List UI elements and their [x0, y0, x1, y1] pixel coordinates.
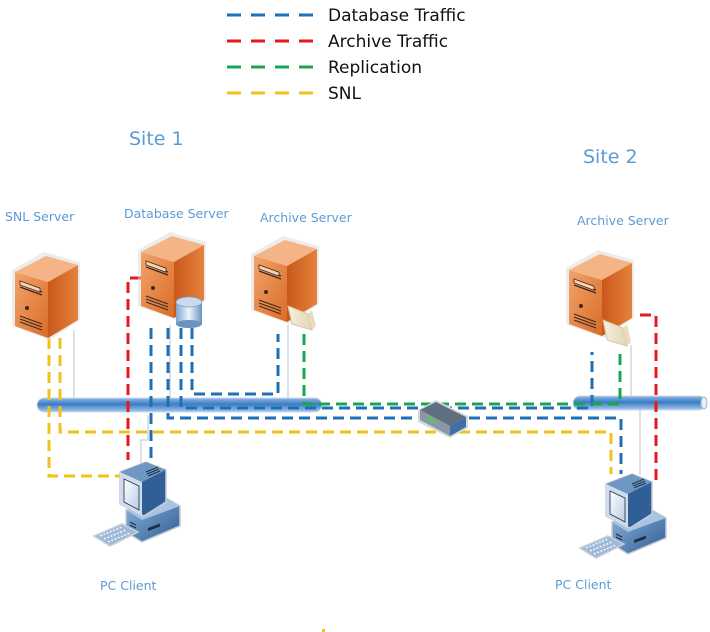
legend-label-snl: SNL: [328, 84, 362, 104]
pc-client-1-cable: [140, 415, 149, 470]
snl-route-snl-to-pc1: [47, 338, 120, 478]
pc-client-2-label: PC Client: [555, 577, 612, 592]
server-icon: [11, 251, 81, 341]
stray-dot: [322, 629, 325, 632]
router-icon: [418, 400, 468, 438]
legend-item-snl: SNL: [227, 84, 362, 104]
legend-item-archive-traffic: Archive Traffic: [227, 32, 448, 52]
legend-label-replication: Replication: [328, 58, 422, 78]
database-traffic-routes: [149, 328, 623, 474]
database-server-label: Database Server: [124, 206, 229, 221]
legend-item-database-traffic: Database Traffic: [227, 6, 466, 26]
database-server[interactable]: [137, 231, 207, 328]
db-route-db-to-archive2: [179, 328, 594, 410]
archive-server-site-1[interactable]: [250, 235, 320, 331]
replication-routes: [302, 334, 622, 406]
pc-client-icon: [579, 473, 667, 559]
archive-route-archive2-to-pc2: [640, 313, 658, 480]
archive-traffic-routes: [126, 276, 658, 480]
legend-label-archive: Archive Traffic: [328, 32, 448, 52]
archive-server-site-2[interactable]: [565, 249, 635, 347]
archive-route-db-to-pc1: [126, 276, 141, 460]
router[interactable]: [418, 400, 468, 438]
network-bus-end-cap: [700, 396, 708, 410]
database-cylinder-icon: [175, 296, 203, 328]
replication-route-archive1-to-archive2: [302, 334, 622, 406]
archive-server-icon: [250, 235, 320, 325]
site-1-label: Site 1: [129, 128, 184, 150]
archive-server-icon: [565, 249, 635, 339]
db-route-db-to-archive1: [190, 328, 280, 396]
archive-folder-icon: [287, 305, 316, 331]
archive-folder-icon: [602, 319, 631, 347]
snl-server[interactable]: [11, 251, 81, 341]
pc-client-1-label: PC Client: [100, 578, 157, 593]
archive-server-1-label: Archive Server: [260, 210, 353, 225]
snl-traffic-routes: [47, 338, 613, 478]
legend: Database Traffic Archive Traffic Replica…: [227, 6, 466, 104]
legend-label-database: Database Traffic: [328, 6, 466, 26]
archive-server-2-label: Archive Server: [577, 213, 670, 228]
legend-item-replication: Replication: [227, 58, 422, 78]
db-route-db-to-pc2: [166, 328, 623, 474]
site-2-label: Site 2: [583, 146, 638, 168]
pc-client-site-2[interactable]: [579, 473, 667, 559]
snl-server-label: SNL Server: [5, 209, 75, 224]
snl-route-snl-to-pc2: [58, 338, 613, 474]
drop-cables: [73, 325, 641, 475]
